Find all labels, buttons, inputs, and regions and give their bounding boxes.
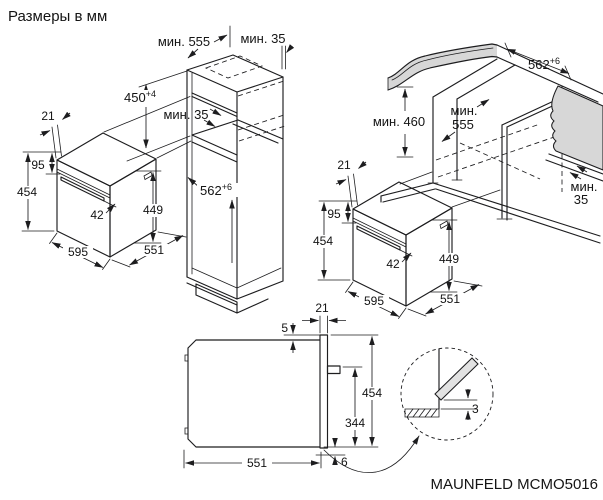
counter-min-height-label: мин. 460 (373, 114, 425, 129)
counter-wall-gap-label-line2: 35 (574, 192, 588, 207)
cabinet-vent-gap-label: мин. 35 (163, 107, 208, 122)
detail-door-edge (434, 357, 479, 401)
oven-top-offset-label: 95 (31, 158, 45, 172)
side-height-label: 454 (362, 386, 382, 400)
detail-gap-label: 3 (472, 402, 479, 416)
counter-min-depth-label-line2: 555 (452, 117, 474, 132)
left-oven-drawing: 21 95 454 42 449 595 551 (13, 109, 187, 270)
oven-handle-depth-label: 42 (90, 208, 104, 222)
side-depth-label: 551 (247, 456, 267, 470)
counter-niche-width-label: 562+6 (528, 56, 560, 72)
side-top-protrusion-label: 5 (281, 321, 288, 335)
cabinet-niche-depth-label: 562+6 (200, 182, 232, 198)
oven-interior-height-label: 449 (143, 203, 163, 217)
side-handle-height-label: 344 (345, 416, 365, 430)
detail-circle-drawing: 3 (400, 347, 494, 441)
oven-width-label: 595 (68, 245, 88, 259)
cabinet-min-depth-label: мин. 555 (158, 34, 210, 49)
counter-min-depth-label-line1: мин. (451, 103, 478, 118)
oven-vent-slot (143, 171, 153, 181)
oven-door-thickness-label: 21 (41, 109, 55, 123)
page-title: Размеры в мм (8, 8, 107, 25)
right-oven-drawing (309, 158, 482, 319)
side-door-thickness-label: 21 (315, 301, 329, 315)
cabinet-niche-height-label: 450+4 (124, 89, 156, 105)
side-bottom-gap-label: 6 (341, 455, 348, 469)
side-view-handle (326, 365, 341, 375)
column-cabinet-drawing: 450+4 мин. 555 мин. 35 мин. 35 562+6 (103, 25, 295, 314)
oven-height-label: 454 (17, 185, 37, 199)
side-view-door (319, 334, 329, 449)
detail-circle (400, 347, 494, 441)
cabinet-top-gap-label: мин. 35 (240, 31, 285, 46)
counter-cabinet-drawing: 562+6 мин. 460 мин. 555 мин. 35 (373, 42, 603, 244)
counter-wall-gap-label-line1: мин. (571, 179, 598, 194)
side-view-drawing: 21 5 454 344 551 6 (183, 301, 420, 474)
model-label: MAUNFELD MCMO5016 (430, 476, 598, 493)
oven-depth-label: 551 (144, 243, 164, 257)
